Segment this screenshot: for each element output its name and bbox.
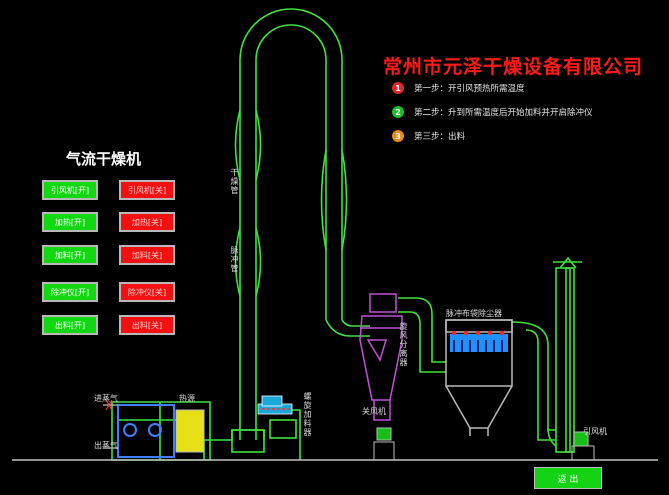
screw-feeder-label: 螺旋加料器 <box>303 392 312 437</box>
pulse-pipe-label: 脉冲管 <box>230 246 239 273</box>
heat-off-button[interactable]: 加热[关] <box>119 212 175 232</box>
step-2: 2 第二步：升到所需温度后开始加料并开启除冲仪 <box>392 100 593 124</box>
company-name: 常州市元泽干燥设备有限公司 <box>383 56 644 78</box>
step-1-badge-icon: 1 <box>392 82 404 94</box>
heat-on-button[interactable]: 加热[开] <box>42 212 98 232</box>
fan-on-button[interactable]: 引风机[开] <box>42 180 98 200</box>
step-3: 3 第三步：出料 <box>392 124 593 148</box>
panel-title: 气流干燥机 <box>66 150 142 168</box>
dry-pipe-label: 干燥管 <box>230 168 239 195</box>
steam-in-label: 进蒸气 <box>94 394 118 403</box>
step-3-text: 第三步：出料 <box>414 132 466 142</box>
process-steps: 1 第一步：开引风预热所需温度 2 第二步：升到所需温度后开始加料并开启除冲仪 … <box>392 76 593 148</box>
steam-out-label: 出蒸气 <box>94 441 118 450</box>
discharge-on-button[interactable]: 出料[开] <box>42 315 98 335</box>
pulse-on-button[interactable]: 除冲仪[开] <box>42 282 98 302</box>
step-2-text: 第二步：升到所需温度后开始加料并开启除冲仪 <box>414 108 593 118</box>
feed-on-button[interactable]: 加料[开] <box>42 245 98 265</box>
bag-filter-label: 脉冲布袋除尘器 <box>446 309 502 318</box>
step-1: 1 第一步：开引风预热所需温度 <box>392 76 593 100</box>
cyclone-label: 旋风分离器 <box>399 322 408 367</box>
step-1-text: 第一步：开引风预热所需温度 <box>414 84 525 94</box>
feed-off-button[interactable]: 加料[关] <box>119 245 175 265</box>
pulse-off-button[interactable]: 除冲仪[关] <box>119 282 175 302</box>
discharge-off-button[interactable]: 出料[关] <box>119 315 175 335</box>
fan-label: 引风机 <box>583 427 607 436</box>
heat-source-label: 热源 <box>179 394 195 403</box>
exit-button[interactable]: 返 出 <box>534 467 602 489</box>
airlock-label: 关风机 <box>362 407 386 416</box>
fan-off-button[interactable]: 引风机[关] <box>119 180 175 200</box>
step-2-badge-icon: 2 <box>392 106 404 118</box>
drying-tube-loop <box>239 8 343 440</box>
step-3-badge-icon: 3 <box>392 130 404 142</box>
